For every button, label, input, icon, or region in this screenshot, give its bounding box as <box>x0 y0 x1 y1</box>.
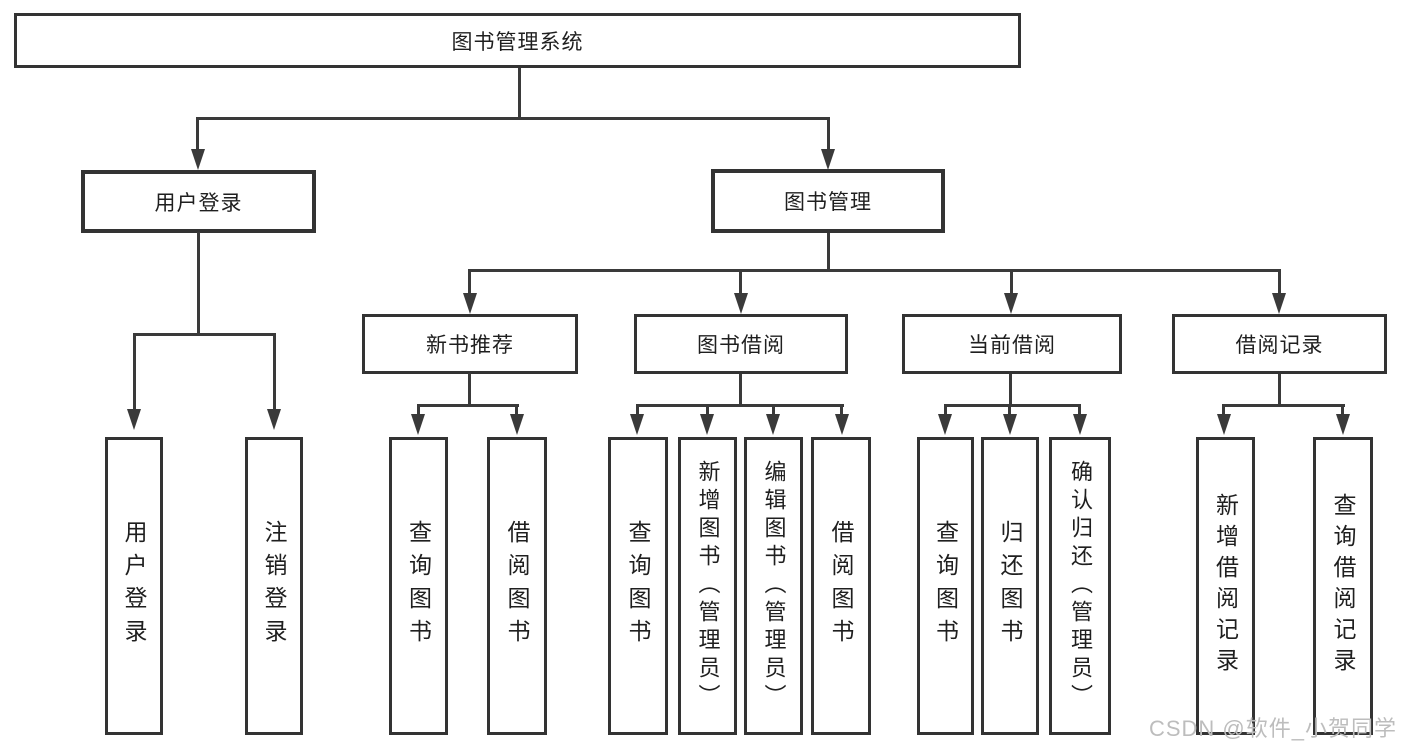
arrowhead-return-books <box>1003 414 1017 435</box>
node-current-borrow: 当前借阅 <box>902 314 1122 374</box>
arrowhead-book-borrow <box>734 293 748 314</box>
leaf-return-books: 归还图书 <box>981 437 1039 735</box>
leaf-query-books-1: 查询图书 <box>389 437 448 735</box>
node-current-borrow-label: 当前借阅 <box>968 334 1056 357</box>
leaf-query-borrow-record-label: 查询借阅记录 <box>1330 493 1356 679</box>
connector-book-borrow-stem <box>739 374 742 406</box>
leaf-add-borrow-record: 新增借阅记录 <box>1196 437 1255 735</box>
connector-drop-current-borrow <box>1010 269 1013 296</box>
leaf-logout-label: 注销登录 <box>261 520 287 652</box>
node-user-login: 用户登录 <box>81 170 316 233</box>
node-book-borrow: 图书借阅 <box>634 314 848 374</box>
csdn-watermark: CSDN @软件_小贺同学 <box>1148 716 1397 741</box>
node-new-books: 新书推荐 <box>362 314 578 374</box>
connector-user-login-stem <box>197 232 200 335</box>
node-root: 图书管理系统 <box>14 13 1021 68</box>
connector-drop-add-record <box>1222 404 1225 416</box>
leaf-edit-book-admin: 编辑图书（管理员） <box>744 437 803 735</box>
connector-drop-query-record <box>1341 404 1344 416</box>
connector-root-stem <box>518 68 521 119</box>
leaf-borrow-books-2-label: 借阅图书 <box>828 520 854 652</box>
arrowhead-edit-book <box>766 414 780 435</box>
arrowhead-query-record <box>1336 414 1350 435</box>
connector-new-books-stem <box>468 373 471 406</box>
node-book-borrow-label: 图书借阅 <box>697 334 785 357</box>
leaf-query-borrow-record: 查询借阅记录 <box>1313 437 1373 735</box>
leaf-query-books-3-label: 查询图书 <box>932 520 959 652</box>
leaf-confirm-return-admin-label: 确认归还（管理员） <box>1068 460 1093 712</box>
arrowhead-query-books-2 <box>630 414 644 435</box>
arrowhead-confirm-return <box>1073 414 1087 435</box>
leaf-user-login: 用户登录 <box>105 437 163 735</box>
leaf-query-books-1-label: 查询图书 <box>405 520 432 652</box>
leaf-add-book-admin-label: 新增图书（管理员） <box>695 460 721 712</box>
leaf-add-book-admin: 新增图书（管理员） <box>678 437 737 735</box>
arrowhead-current-borrow <box>1004 293 1018 314</box>
connector-drop-query-books-3 <box>944 404 947 416</box>
leaf-query-books-2: 查询图书 <box>608 437 668 735</box>
connector-book-mgmt-stem <box>827 233 830 271</box>
leaf-add-borrow-record-label: 新增借阅记录 <box>1212 493 1239 679</box>
arrowhead-query-books-3 <box>938 414 952 435</box>
connector-borrow-records-rail <box>1222 404 1345 407</box>
connector-sections-rail <box>468 269 1281 272</box>
connector-drop-add-book <box>706 404 709 416</box>
connector-drop-confirm-return <box>1078 404 1081 416</box>
leaf-borrow-books-2: 借阅图书 <box>811 437 871 735</box>
connector-book-borrow-rail <box>636 404 844 407</box>
node-borrow-records: 借阅记录 <box>1172 314 1387 374</box>
arrowhead-add-book <box>700 414 714 435</box>
connector-borrow-records-stem <box>1278 374 1281 406</box>
connector-drop-return-books <box>1008 404 1011 416</box>
connector-drop-borrow-records <box>1278 269 1281 296</box>
connector-drop-edit-book <box>772 404 775 416</box>
arrowhead-leaf-logout <box>267 409 281 430</box>
arrowhead-user-login <box>191 149 205 170</box>
leaf-user-login-label: 用户登录 <box>121 520 147 652</box>
connector-current-borrow-rail <box>944 404 1081 407</box>
arrowhead-new-books <box>463 293 477 314</box>
node-book-mgmt: 图书管理 <box>711 169 945 233</box>
leaf-query-books-3: 查询图书 <box>917 437 974 735</box>
node-new-books-label: 新书推荐 <box>426 334 514 357</box>
connector-drop-query-books-1 <box>417 404 420 416</box>
connector-drop-query-books-2 <box>636 404 639 416</box>
arrowhead-book-mgmt <box>821 149 835 170</box>
node-book-mgmt-label: 图书管理 <box>784 191 872 214</box>
arrowhead-borrow-books-1 <box>510 414 524 435</box>
node-user-login-label: 用户登录 <box>154 191 243 215</box>
arrowhead-borrow-records <box>1272 293 1286 314</box>
connector-drop-borrow-books-2 <box>840 404 843 416</box>
leaf-query-books-2-label: 查询图书 <box>625 520 651 652</box>
connector-current-borrow-stem <box>1009 374 1012 406</box>
leaf-borrow-books-1: 借阅图书 <box>487 437 547 735</box>
connector-drop-user-login <box>196 117 199 152</box>
connector-user-login-rail <box>133 333 276 336</box>
connector-new-books-rail <box>417 404 519 407</box>
arrowhead-add-record <box>1217 414 1231 435</box>
connector-drop-leaf-login <box>133 333 136 411</box>
connector-drop-leaf-logout <box>273 333 276 411</box>
connector-drop-borrow-books-1 <box>515 404 518 416</box>
leaf-edit-book-admin-label: 编辑图书（管理员） <box>761 460 787 712</box>
connector-drop-new-books <box>468 269 471 296</box>
arrowhead-borrow-books-2 <box>835 414 849 435</box>
node-borrow-records-label: 借阅记录 <box>1235 334 1324 357</box>
leaf-return-books-label: 归还图书 <box>997 520 1023 652</box>
connector-drop-book-mgmt <box>827 117 830 152</box>
connector-level2-rail <box>196 117 830 120</box>
arrowhead-query-books-1 <box>411 414 425 435</box>
leaf-borrow-books-1-label: 借阅图书 <box>504 520 530 652</box>
node-root-label: 图书管理系统 <box>451 30 584 54</box>
leaf-logout: 注销登录 <box>245 437 303 735</box>
leaf-confirm-return-admin: 确认归还（管理员） <box>1049 437 1111 735</box>
arrowhead-leaf-login <box>127 409 141 430</box>
connector-drop-book-borrow <box>739 269 742 296</box>
